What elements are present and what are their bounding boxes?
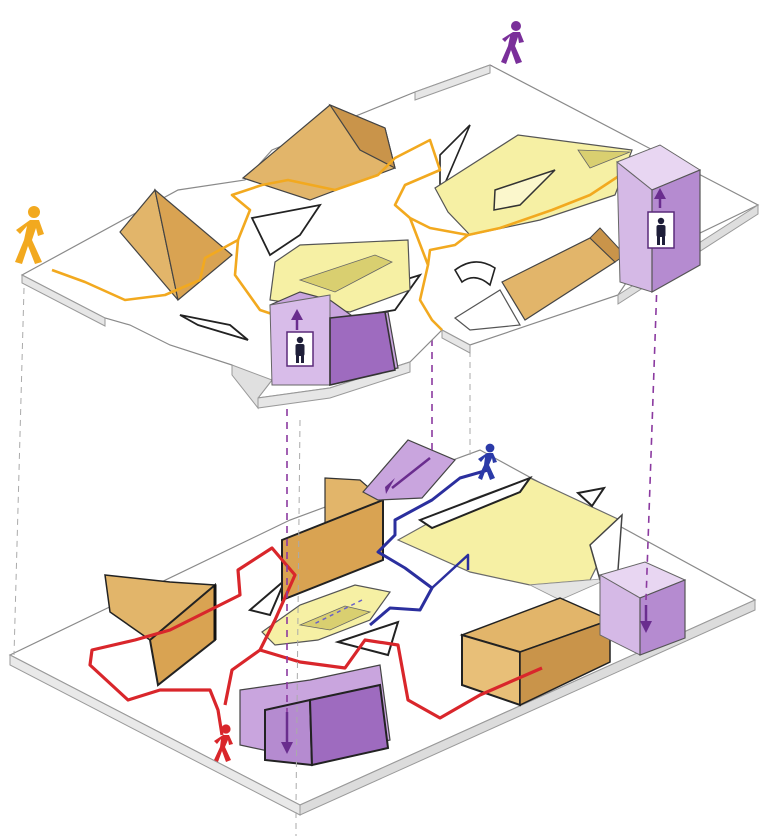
elevator-person-icon bbox=[287, 332, 313, 366]
walking-person-icon bbox=[501, 21, 524, 64]
lower-purple-box-left-front bbox=[265, 700, 312, 765]
walking-person-icon bbox=[15, 206, 44, 264]
elevator-person-icon bbox=[648, 212, 674, 248]
alignment-left bbox=[14, 288, 24, 655]
lower-level bbox=[10, 440, 755, 815]
upper-level bbox=[22, 65, 758, 408]
